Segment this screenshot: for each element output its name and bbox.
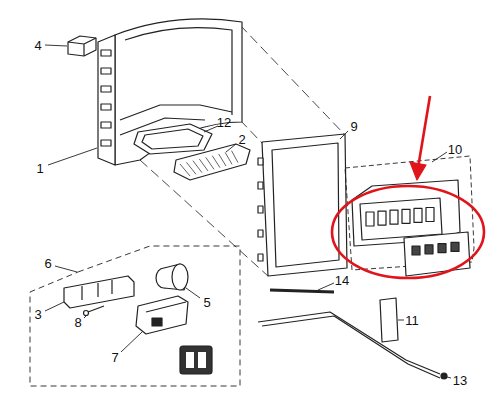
- cap-part: [68, 36, 96, 56]
- red-arrow: [410, 96, 430, 180]
- callout-number: 11: [403, 313, 421, 328]
- wire-part: [258, 312, 447, 379]
- panel-key: [402, 209, 410, 223]
- frame-tab: [258, 254, 263, 261]
- callout-number: 9: [348, 119, 359, 134]
- rod-part: [270, 290, 334, 292]
- leader-lines: [45, 45, 451, 378]
- panel-key: [414, 208, 422, 222]
- switch-part: [136, 296, 188, 334]
- grille-slat: [199, 159, 208, 171]
- panel-icon: [412, 246, 420, 255]
- callout-number: 3: [32, 307, 43, 322]
- panel-key: [390, 210, 398, 224]
- slot: [101, 140, 111, 146]
- callout-number: 12: [215, 115, 233, 130]
- slot: [101, 50, 111, 56]
- liner-housing: [98, 19, 242, 165]
- screw-part: [84, 306, 105, 316]
- callout-number: 2: [236, 132, 247, 147]
- frame-tab: [258, 206, 263, 213]
- panel-icon: [451, 242, 459, 251]
- callout-number: 10: [446, 142, 464, 157]
- grille-slat: [186, 162, 196, 174]
- callout-number: 13: [451, 373, 469, 388]
- grille-slat: [180, 164, 190, 176]
- grille-slat: [193, 161, 202, 173]
- panel-icon: [425, 245, 433, 254]
- callout-number: 5: [201, 295, 212, 310]
- panel-key: [378, 211, 386, 225]
- knob-part: [156, 264, 188, 290]
- grille-slat: [232, 151, 238, 163]
- grille-slat: [225, 152, 232, 164]
- frame-tab: [258, 182, 263, 189]
- frame-tab: [258, 158, 263, 165]
- callout-number: 8: [72, 315, 83, 330]
- slot: [101, 68, 111, 74]
- callout-number: 6: [42, 256, 53, 271]
- highlight-ellipse: [332, 186, 484, 278]
- control-panel-group: [345, 156, 474, 276]
- outlet-plate: [180, 346, 212, 374]
- grille-slat: [206, 157, 214, 169]
- slot: [101, 122, 111, 128]
- panel-key: [366, 212, 374, 226]
- callout-number: 7: [109, 350, 120, 365]
- frame-part: [258, 134, 347, 276]
- callout-number: 4: [32, 38, 43, 53]
- slot: [101, 86, 111, 92]
- assembly-group-outline: [30, 246, 240, 386]
- panel-key: [426, 208, 434, 222]
- bracket-part: [64, 276, 134, 308]
- block-part: [380, 298, 398, 342]
- grille-slat: [212, 156, 220, 168]
- tray-part: [134, 124, 212, 154]
- grille-part: [174, 144, 250, 180]
- callout-number: 1: [34, 161, 45, 176]
- frame-tab: [258, 230, 263, 237]
- callout-number: 14: [333, 273, 351, 288]
- panel-icon: [438, 244, 446, 253]
- slot: [101, 104, 111, 110]
- grille-slat: [219, 154, 226, 166]
